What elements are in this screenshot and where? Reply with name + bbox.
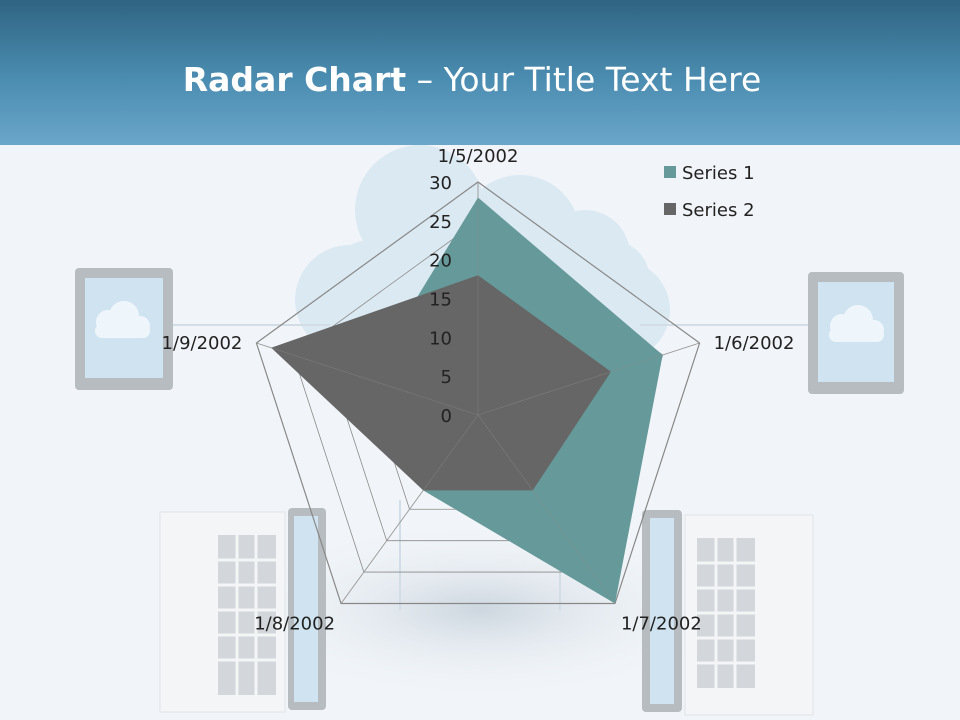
axis-tick-label: 0 bbox=[441, 406, 452, 427]
legend-swatch-series-1 bbox=[664, 166, 676, 178]
slide-title: Radar Chart – Your Title Text Here bbox=[0, 60, 944, 99]
category-label: 1/5/2002 bbox=[438, 146, 519, 167]
category-label: 1/9/2002 bbox=[162, 333, 243, 354]
axis-tick-label: 20 bbox=[429, 251, 452, 272]
grid-spoke-overlay bbox=[340, 414, 479, 604]
laptop-right-icon bbox=[642, 510, 814, 716]
tablet-right-icon bbox=[808, 272, 904, 394]
laptop-left-icon bbox=[159, 508, 326, 713]
category-label: 1/8/2002 bbox=[254, 614, 335, 635]
legend: Series 1 Series 2 bbox=[664, 163, 755, 221]
category-label: 1/7/2002 bbox=[621, 614, 702, 635]
legend-label-series-2: Series 2 bbox=[682, 200, 755, 221]
legend-label-series-1: Series 1 bbox=[682, 163, 755, 184]
grid-spoke-overlay bbox=[477, 414, 616, 604]
grid-spoke-overlay bbox=[477, 342, 700, 416]
axis-tick-label: 10 bbox=[429, 328, 452, 349]
grid-spoke-overlay bbox=[256, 342, 479, 416]
axis-tick-label: 30 bbox=[429, 173, 452, 194]
title-banner bbox=[0, 0, 960, 145]
title-bold: Radar Chart bbox=[182, 60, 407, 99]
category-label: 1/6/2002 bbox=[714, 333, 795, 354]
axis-tick-label: 25 bbox=[429, 212, 452, 233]
tablet-left-icon bbox=[75, 268, 173, 390]
grid-ring bbox=[255, 181, 701, 605]
title-rest: – Your Title Text Here bbox=[406, 60, 762, 99]
axis-tick-label: 15 bbox=[429, 290, 452, 311]
axis-tick-label: 5 bbox=[441, 367, 452, 388]
legend-swatch-series-2 bbox=[664, 203, 676, 215]
series-2-area bbox=[271, 275, 611, 491]
